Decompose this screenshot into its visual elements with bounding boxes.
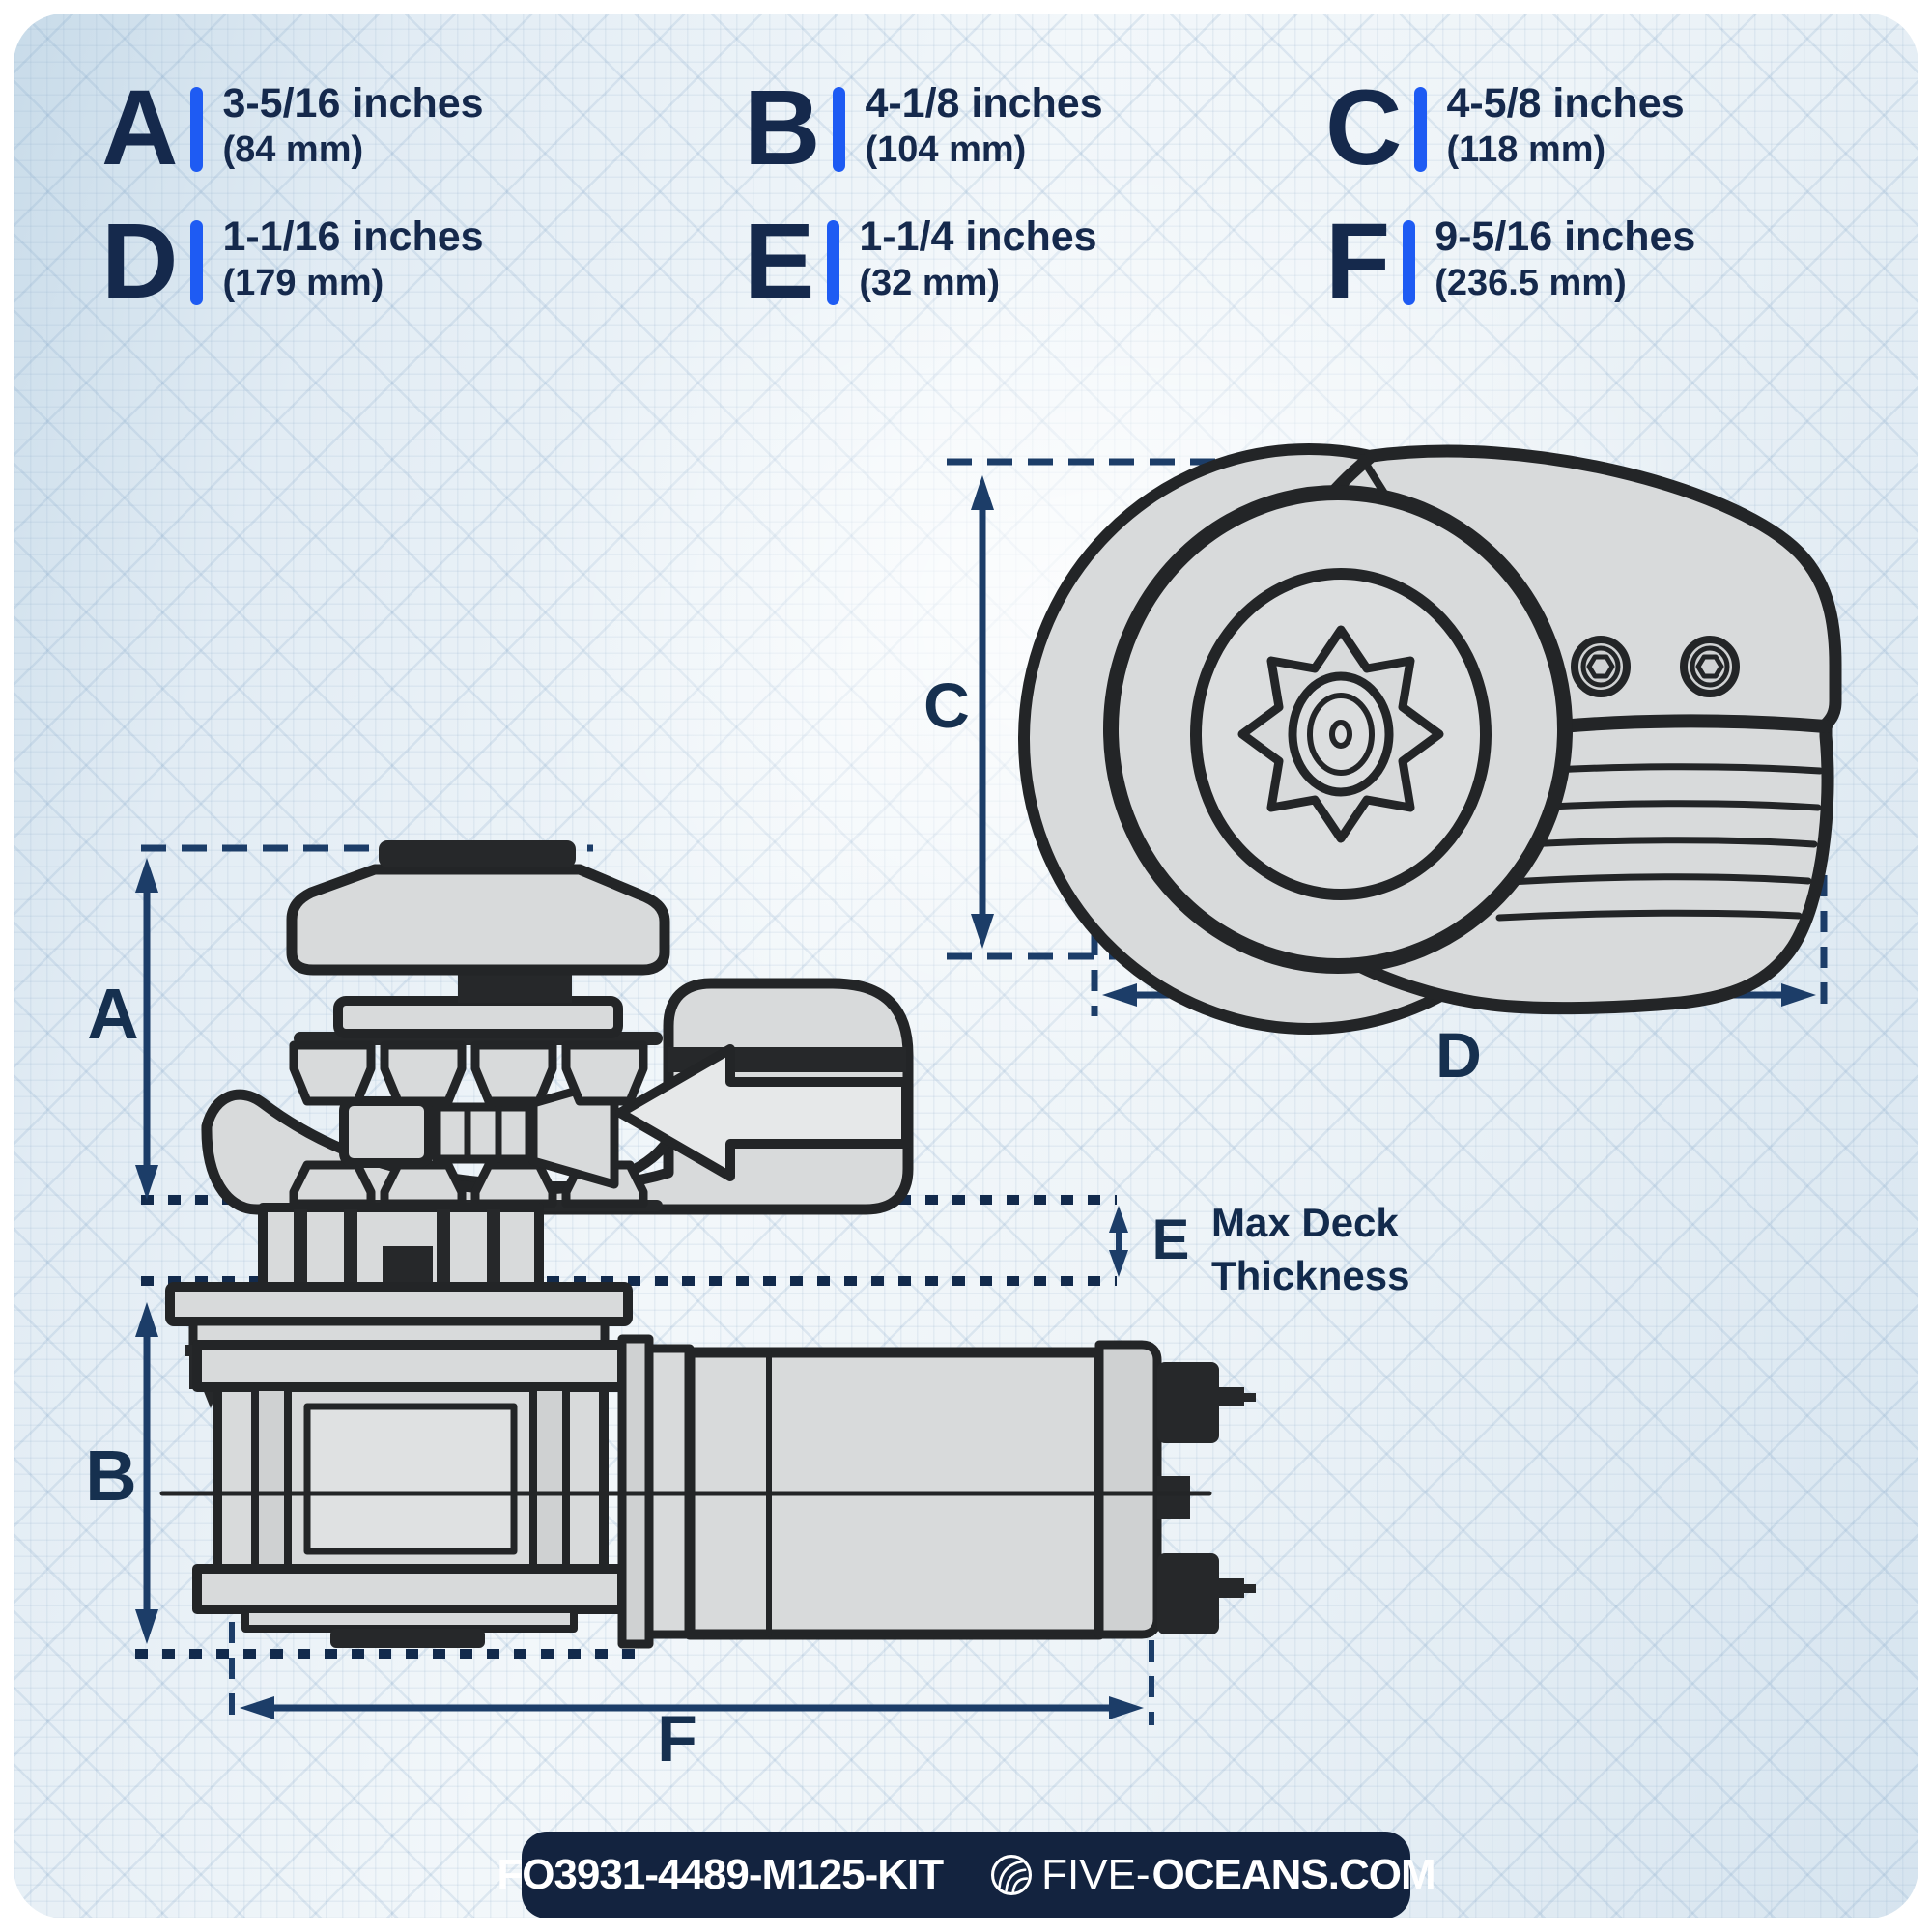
legend-accent-bar <box>827 220 840 305</box>
dimension-b-inches: 4-1/8 inches <box>865 80 1103 127</box>
legend-letter-c: C <box>1325 69 1402 187</box>
dim-label-a: A <box>87 974 139 1054</box>
max-deck-line2: Thickness <box>1211 1253 1410 1299</box>
legend-accent-bar <box>1414 87 1428 172</box>
dimension-a-inches: 3-5/16 inches <box>222 80 484 127</box>
hex-bolt-right <box>1680 636 1740 697</box>
dim-arrow-e <box>1109 1206 1128 1277</box>
dim-arrow-c <box>971 475 994 949</box>
top-view-drawing <box>1018 443 1842 1035</box>
dimension-f-inches: 9-5/16 inches <box>1435 213 1696 260</box>
legend-letter-f: F <box>1325 202 1390 321</box>
dimension-e-inches: 1-1/4 inches <box>859 213 1097 260</box>
max-deck-thickness-note: Max Deck Thickness <box>1211 1196 1409 1303</box>
dim-label-e: E <box>1151 1208 1190 1271</box>
legend-accent-bar <box>190 220 204 305</box>
dimension-f-mm: (236.5 mm) <box>1435 263 1627 304</box>
dim-label-d: D <box>1435 1019 1482 1091</box>
legend-item-e: E 1-1/4 inches (32 mm) <box>744 202 1097 321</box>
dim-label-b: B <box>85 1435 137 1516</box>
dim-arrow-a <box>135 858 158 1200</box>
gearbox <box>192 1340 627 1648</box>
motor-terminal-top <box>1157 1362 1219 1443</box>
dimension-d-mm: (179 mm) <box>222 263 384 304</box>
legend-item-b: B 4-1/8 inches (104 mm) <box>744 69 1103 187</box>
side-view-drawing <box>159 840 1256 1649</box>
dimension-a-mm: (84 mm) <box>222 129 364 171</box>
legend-item-f: F 9-5/16 inches (236.5 mm) <box>1325 202 1696 321</box>
brand-lockup: FIVE-OCEANS.COM <box>989 1851 1436 1899</box>
brand-name-light: FIVE- <box>1041 1851 1151 1898</box>
legend-item-d: D 1-1/16 inches (179 mm) <box>101 202 484 321</box>
motor <box>159 1334 1256 1649</box>
footer-bar: FO3931-4489-M125-KIT FIVE-OCEANS.COM <box>497 1832 1436 1918</box>
legend-item-c: C 4-5/8 inches (118 mm) <box>1325 69 1685 187</box>
legend-letter-b: B <box>744 69 820 187</box>
product-code: FO3931-4489-M125-KIT <box>497 1851 944 1898</box>
hex-bolt-left <box>1571 636 1631 697</box>
legend-accent-bar <box>1403 220 1416 305</box>
dimension-b-mm: (104 mm) <box>865 129 1027 171</box>
chain-direction-arrow <box>615 1044 911 1181</box>
dim-arrow-b <box>135 1302 158 1644</box>
windlass-cap <box>286 864 670 976</box>
motor-terminal-bottom <box>1157 1553 1219 1634</box>
legend-accent-bar <box>833 87 846 172</box>
shell-icon <box>991 1854 1033 1896</box>
legend-letter-d: D <box>101 202 178 321</box>
dimension-d-inches: 1-1/16 inches <box>222 213 484 260</box>
brand-name-bold: OCEANS.COM <box>1151 1851 1436 1898</box>
legend-accent-bar <box>190 87 204 172</box>
dim-arrow-f <box>240 1696 1144 1719</box>
dimension-c-mm: (118 mm) <box>1446 129 1606 171</box>
legend-letter-a: A <box>101 69 178 187</box>
max-deck-line1: Max Deck <box>1211 1200 1399 1245</box>
dim-label-c: C <box>923 669 970 741</box>
legend-item-a: A 3-5/16 inches (84 mm) <box>101 69 484 187</box>
dimension-e-mm: (32 mm) <box>859 263 1001 304</box>
legend-letter-e: E <box>744 202 814 321</box>
dimension-c-inches: 4-5/8 inches <box>1446 80 1685 127</box>
dim-label-f: F <box>657 1702 697 1776</box>
